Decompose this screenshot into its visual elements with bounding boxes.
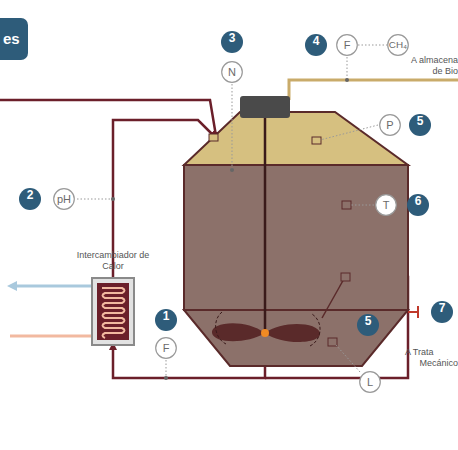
biogas-pipe	[289, 80, 458, 100]
callout-disc	[221, 31, 243, 53]
callout-number-text: 4	[305, 34, 327, 48]
instrument-ring	[222, 62, 243, 83]
leader-line	[336, 345, 360, 372]
heat-exchanger-label: Intercambiador de Calor	[70, 250, 156, 272]
hot-stream	[10, 335, 92, 338]
tap-dot	[164, 376, 168, 380]
tap-dot	[230, 168, 234, 172]
sensor	[312, 137, 321, 144]
flow-swirl	[216, 312, 320, 346]
callout-number-text: 5	[409, 114, 431, 128]
callout-number-text: 7	[431, 301, 453, 315]
destination-label: de Bio	[432, 66, 458, 76]
callout-number: 1	[155, 309, 177, 331]
leader-line	[351, 205, 374, 206]
instrument-bubble: N	[221, 61, 243, 83]
instrument-tag: CH₄	[387, 34, 409, 56]
leader-line	[232, 84, 233, 170]
callout-number: 5	[409, 114, 431, 136]
instrument-tag: pH	[53, 188, 75, 210]
destination-label: A almacena	[411, 55, 458, 65]
title-text: es	[3, 30, 20, 47]
tap-dot	[345, 78, 349, 82]
callout-disc	[407, 194, 429, 216]
instrument-tag: N	[221, 61, 243, 83]
callout-disc	[305, 34, 327, 56]
tank-roof	[184, 112, 408, 165]
instrument-ring	[156, 338, 177, 359]
sensor	[328, 338, 337, 346]
instrument-bubble: T	[375, 194, 397, 216]
instrument-bubble: P	[379, 114, 401, 136]
heat-exchanger-core	[97, 283, 129, 340]
destination-label: A Trata	[405, 347, 434, 357]
callout-number-text: 1	[155, 309, 177, 323]
sensor	[342, 201, 351, 209]
callout-disc	[357, 314, 379, 336]
callout-number: 7	[431, 301, 453, 323]
callout-number: 3	[221, 31, 243, 53]
feed-pipe	[0, 100, 216, 136]
callout-disc	[409, 114, 431, 136]
instrument-ring	[54, 189, 75, 210]
instrument-bubble: F	[336, 34, 358, 56]
instrument-tag: F	[155, 337, 177, 359]
callout-number: 5	[357, 314, 379, 336]
instrument-tag: F	[336, 34, 358, 56]
instrument-ring	[376, 195, 397, 216]
heat-exchanger-coil	[102, 288, 125, 338]
instrument-tag: P	[379, 114, 401, 136]
callout-number-text: 6	[407, 194, 429, 208]
tap-dot	[111, 197, 115, 201]
instrument-bubble: CH₄	[387, 34, 409, 56]
leader-line	[347, 57, 348, 80]
connector	[358, 45, 387, 46]
callout-disc	[155, 309, 177, 331]
instrument-ring	[337, 35, 358, 56]
instrument-tag: T	[375, 194, 397, 216]
callout-number-text: 2	[19, 188, 41, 202]
destination-label: Mecánico	[419, 358, 458, 368]
instrument-bubble: L	[359, 371, 381, 393]
cold-stream	[12, 285, 92, 288]
instrument-bubble: F	[155, 337, 177, 359]
title-box	[0, 18, 28, 60]
tank-bottom	[184, 310, 408, 366]
callout-number: 4	[305, 34, 327, 56]
outlet-line	[322, 277, 345, 318]
instrument-bubble: pH	[53, 188, 75, 210]
callout-number: 2	[19, 188, 41, 210]
sensor	[341, 273, 350, 281]
motor	[240, 96, 290, 118]
leader-line	[77, 199, 113, 200]
callout-number: 6	[407, 194, 429, 216]
sensor	[209, 134, 218, 141]
leader-line	[166, 360, 167, 378]
heat-exchanger: Intercambiador de Calor	[50, 250, 176, 348]
tank-body	[184, 165, 408, 310]
instrument-ring	[388, 35, 409, 56]
instrument-ring	[380, 115, 401, 136]
leader-line	[320, 125, 378, 140]
callout-disc	[19, 188, 41, 210]
instrument-tag: L	[359, 371, 381, 393]
impeller	[212, 323, 320, 342]
heat-exchanger-housing	[92, 278, 134, 345]
callout-disc	[431, 301, 453, 323]
callout-number-text: 3	[221, 31, 243, 45]
callout-number-text: 5	[357, 314, 379, 328]
impeller-hub	[261, 329, 269, 337]
instrument-ring	[360, 372, 381, 393]
shaft	[264, 118, 267, 333]
valve	[408, 306, 418, 318]
